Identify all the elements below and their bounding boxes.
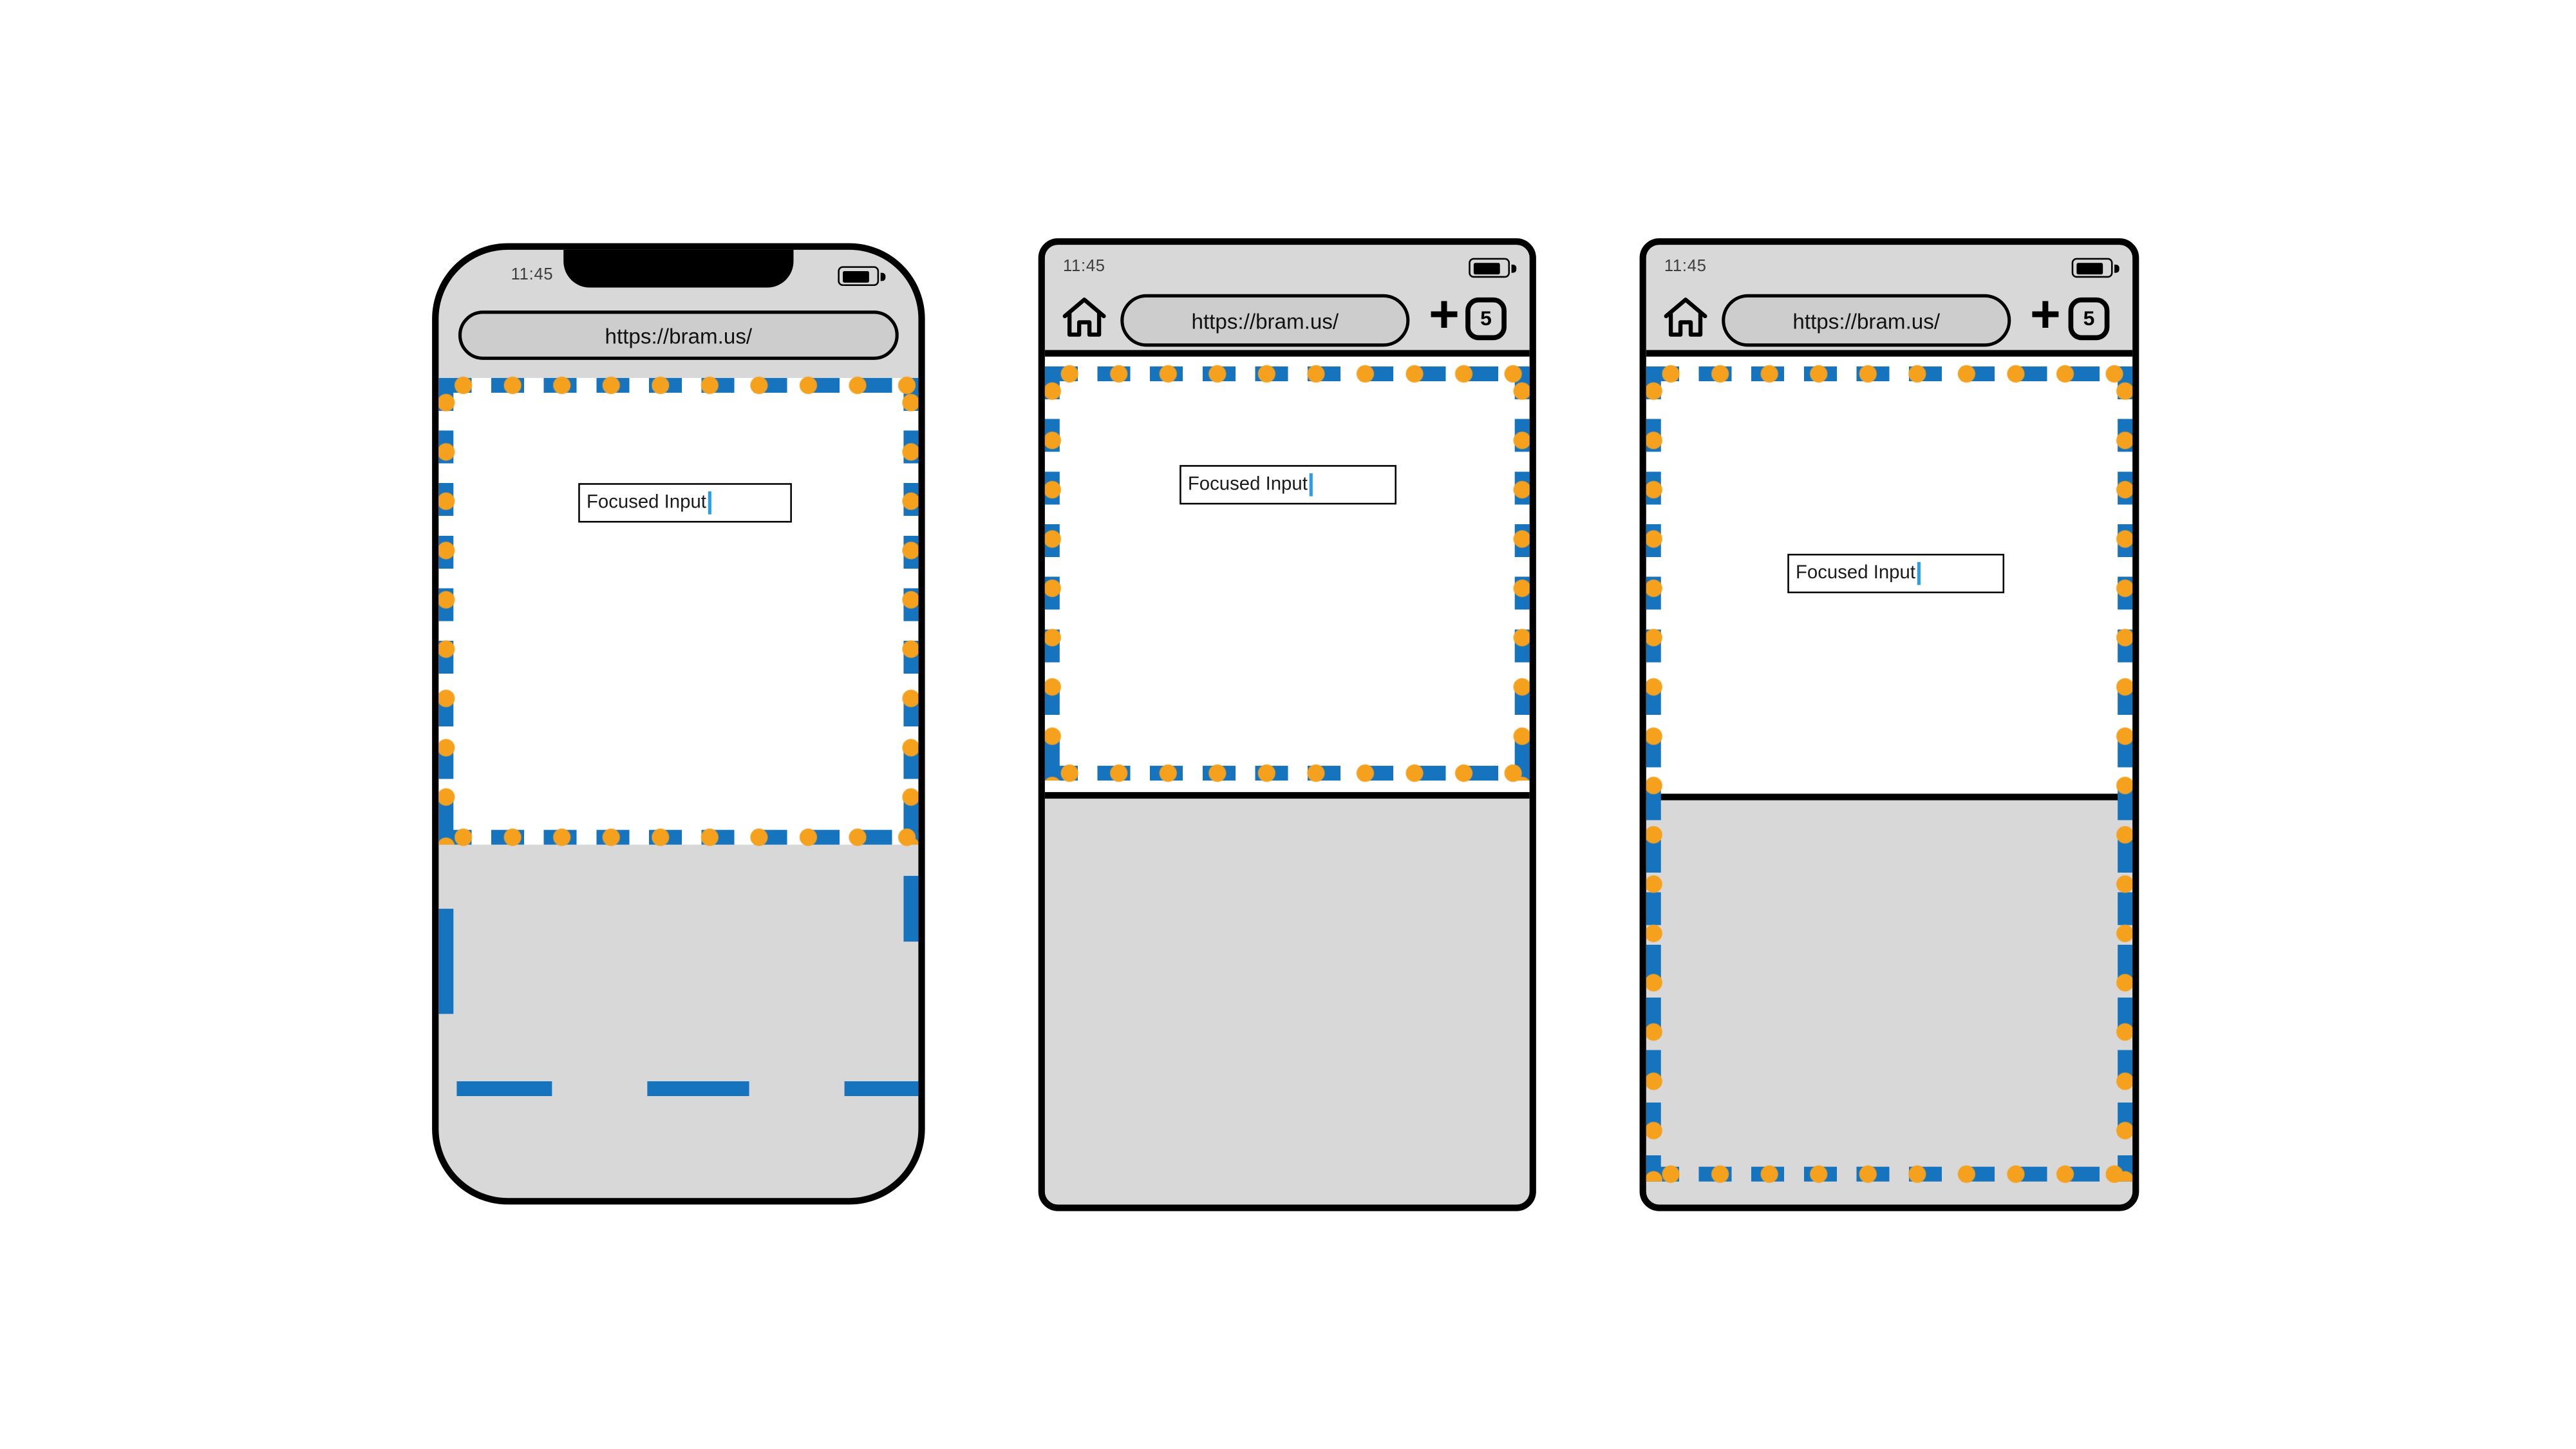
url-bar[interactable]: https://bram.us/ bbox=[1120, 294, 1410, 347]
visual-viewport-area bbox=[438, 377, 919, 845]
text-caret-icon bbox=[1309, 473, 1313, 497]
layout-viewport-dash-bottom bbox=[647, 1081, 749, 1096]
layout-viewport-dash-left bbox=[438, 909, 454, 1014]
battery-icon bbox=[1469, 258, 1517, 278]
new-tab-plus-icon[interactable]: + bbox=[1429, 284, 1460, 344]
focused-input[interactable]: Focused Input bbox=[578, 483, 792, 523]
keyboard-area bbox=[1044, 799, 1530, 1205]
battery-icon bbox=[838, 266, 886, 286]
keyboard-area bbox=[1646, 800, 2133, 1205]
phone-iphone: 11:45 https://bram.us/ Focused Input bbox=[432, 243, 925, 1205]
layout-viewport-dash-bottom bbox=[844, 1081, 919, 1096]
status-time: 11:45 bbox=[511, 266, 554, 285]
input-text: Focused Input bbox=[1796, 564, 1916, 583]
text-caret-icon bbox=[708, 491, 711, 515]
url-text: https://bram.us/ bbox=[1191, 308, 1339, 333]
url-bar[interactable]: https://bram.us/ bbox=[1722, 294, 2011, 347]
layout-viewport-dash-bottom bbox=[456, 1081, 552, 1096]
browser-chrome: 11:45 https://bram.us/ + 5 bbox=[1044, 245, 1530, 357]
new-tab-plus-icon[interactable]: + bbox=[2030, 284, 2061, 344]
phone-browser-middle: 11:45 https://bram.us/ + 5 bbox=[1038, 238, 1536, 1211]
battery-icon bbox=[2071, 258, 2120, 278]
home-icon[interactable] bbox=[1659, 292, 1712, 350]
layout-viewport-dash-right bbox=[903, 876, 919, 942]
focused-input[interactable]: Focused Input bbox=[1180, 465, 1396, 505]
browser-chrome: 11:45 https://bram.us/ + 5 bbox=[1646, 245, 2133, 357]
status-time: 11:45 bbox=[1664, 258, 1707, 276]
home-icon[interactable] bbox=[1058, 292, 1111, 350]
status-time: 11:45 bbox=[1062, 258, 1105, 276]
tab-counter[interactable]: 5 bbox=[1465, 297, 1507, 341]
input-text: Focused Input bbox=[586, 493, 706, 513]
keyboard-separator bbox=[1044, 791, 1530, 799]
phone-browser-right: 11:45 https://bram.us/ + 5 bbox=[1639, 238, 2139, 1211]
visual-viewport-area bbox=[1044, 363, 1530, 792]
url-text: https://bram.us/ bbox=[605, 323, 753, 348]
notch bbox=[563, 249, 794, 288]
focused-input[interactable]: Focused Input bbox=[1787, 553, 2005, 594]
input-text: Focused Input bbox=[1187, 475, 1308, 495]
text-caret-icon bbox=[1917, 562, 1921, 585]
url-text: https://bram.us/ bbox=[1792, 308, 1941, 333]
keyboard-separator bbox=[1646, 793, 2133, 800]
tab-counter[interactable]: 5 bbox=[2068, 297, 2110, 341]
url-bar[interactable]: https://bram.us/ bbox=[458, 310, 899, 360]
